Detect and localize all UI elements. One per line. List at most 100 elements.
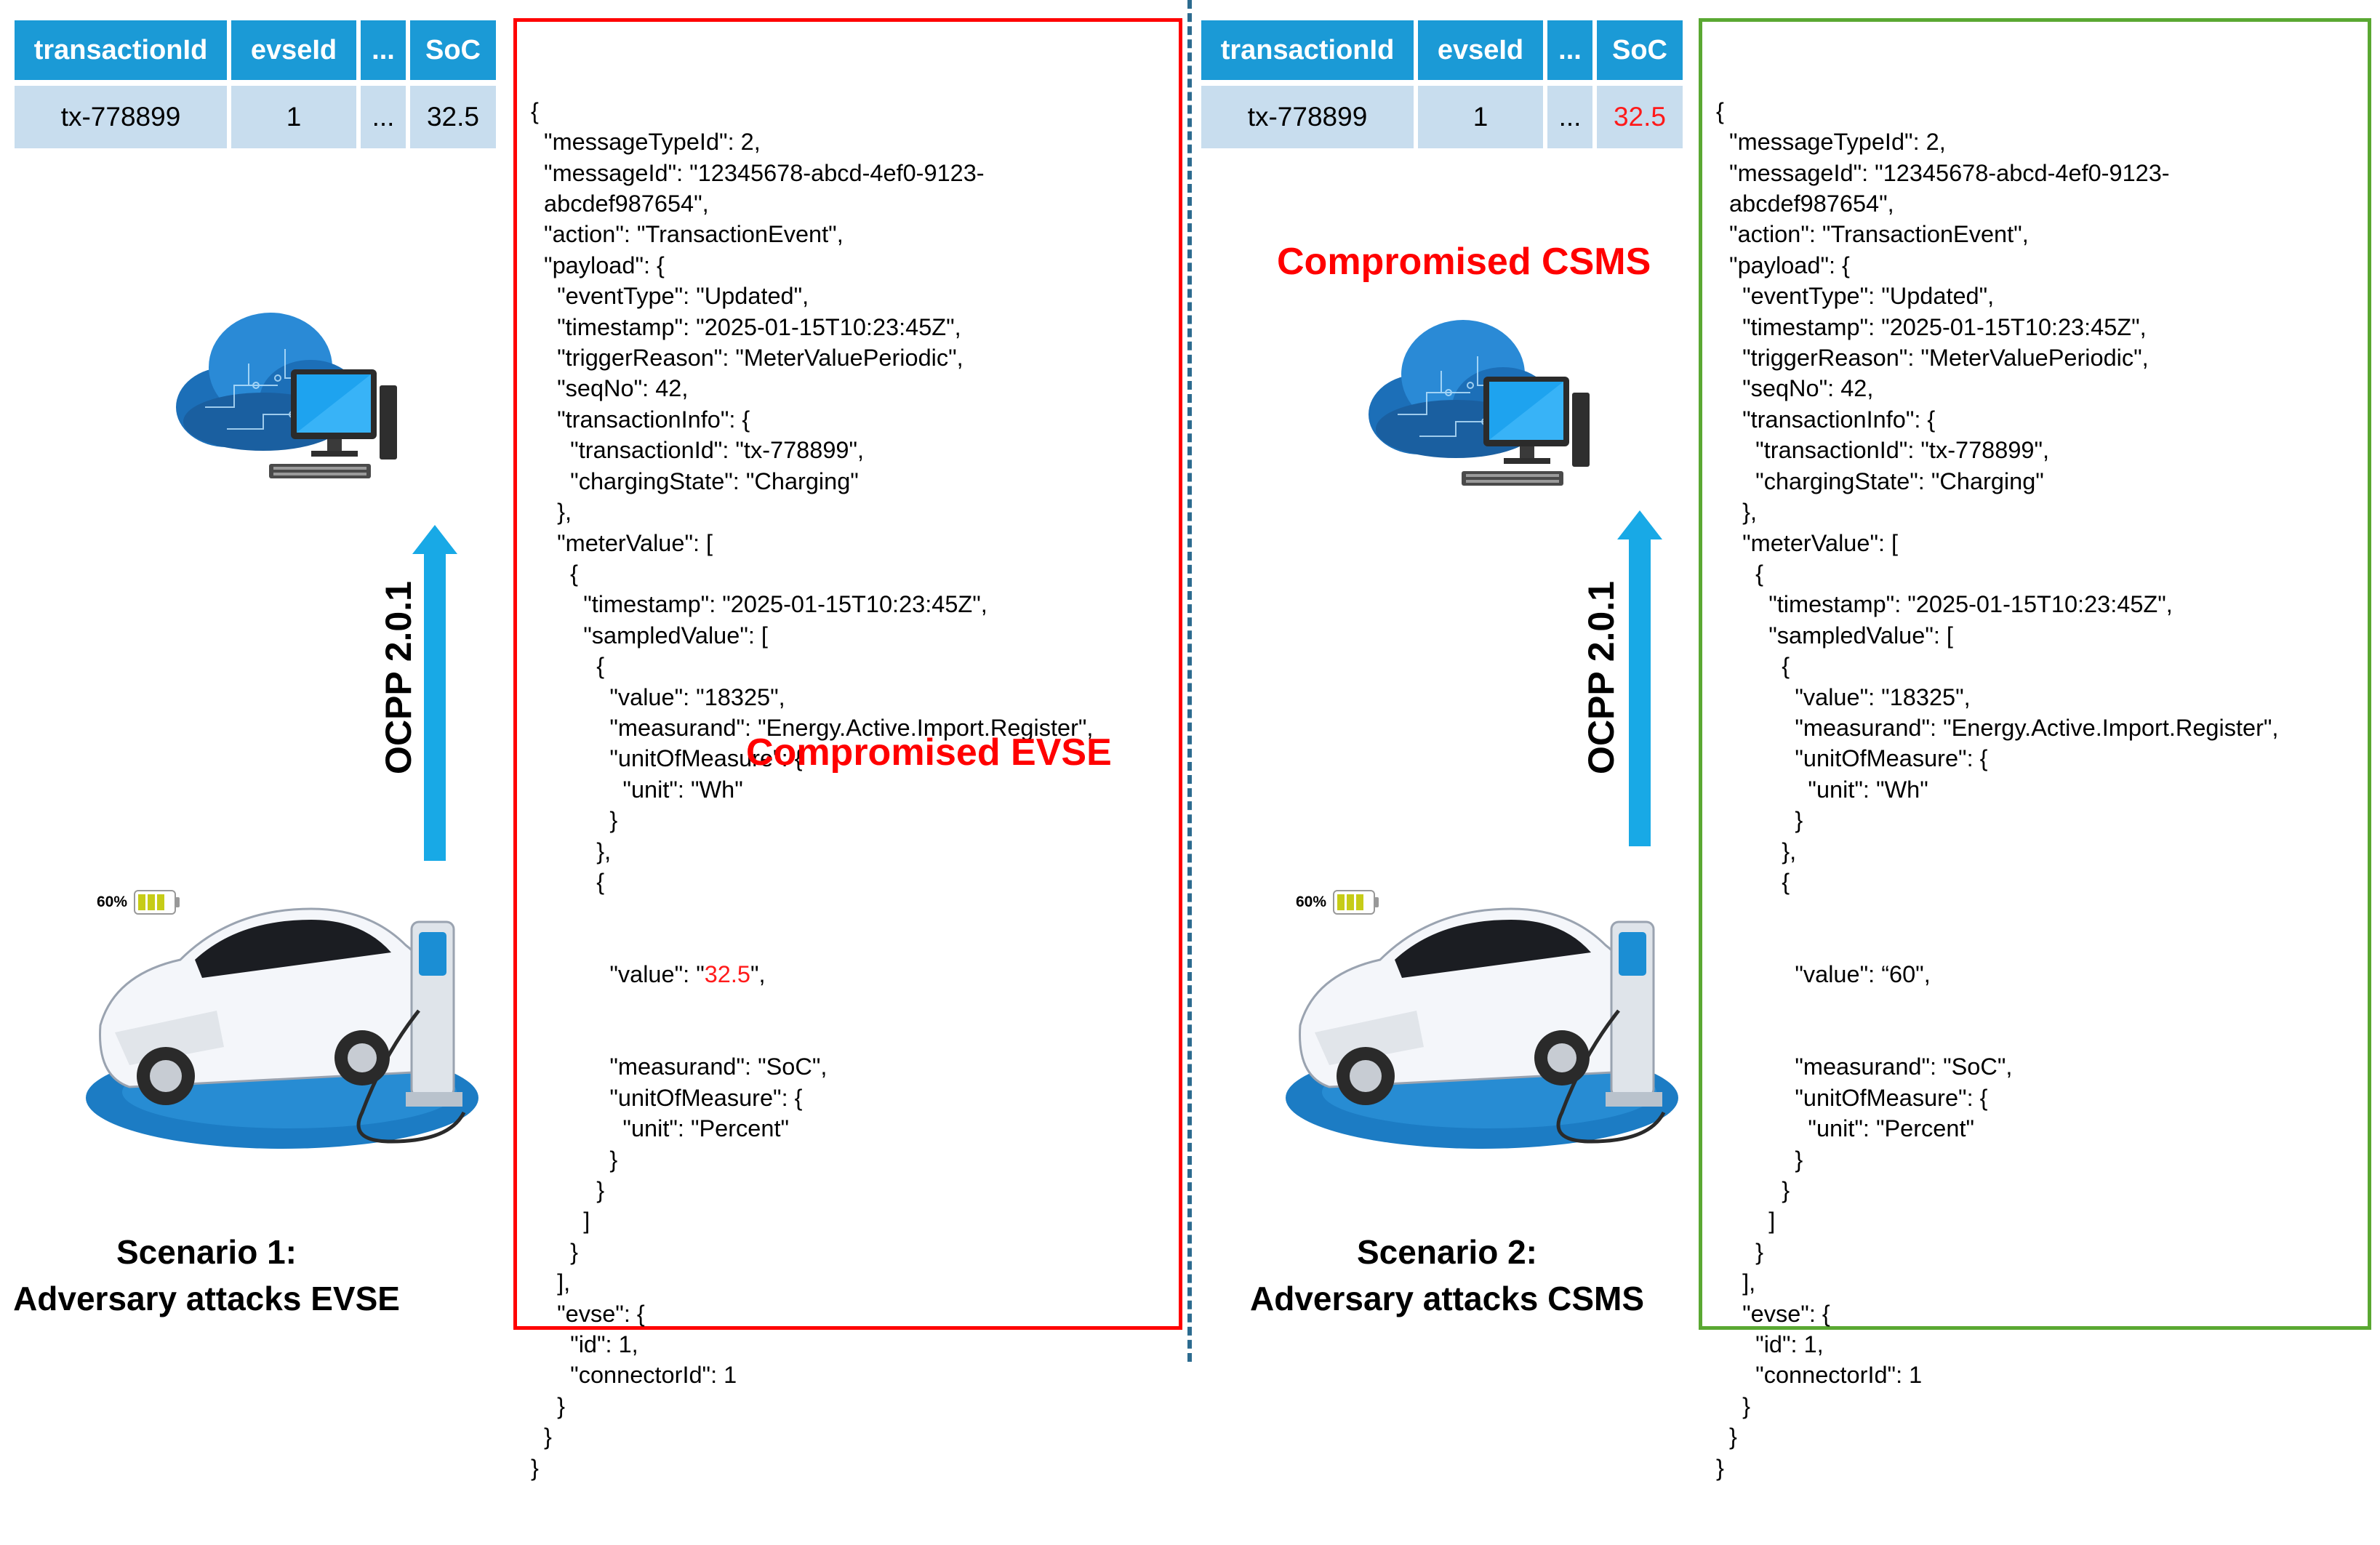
json-line: "unit": "Percent" [531,1115,790,1142]
json-line: }, [531,499,572,526]
protocol-label: OCPP 2.0.1 [378,581,419,774]
scenario-title: Scenario 1: [116,1233,297,1271]
json-line: ], [1716,1269,1756,1296]
json-line: { [531,97,539,124]
cloud-server-icon [176,313,397,478]
json-line: "eventType": "Updated", [531,283,809,310]
col-header-soc: SoC [410,20,496,80]
json-line: "unitOfMeasure": { [531,1084,803,1111]
json-line: "timestamp": "2025-01-15T10:23:45Z", [531,313,961,340]
json-line: "unit": "Percent" [1716,1115,1975,1142]
json-line: }, [531,838,612,864]
upload-arrow-icon [1617,510,1662,846]
original-soc-value: “60 [1881,961,1916,988]
json-value-end: ", [1915,961,1931,988]
json-line: } [1716,807,1803,834]
cell-ellipsis: ... [361,86,406,148]
json-line: { [1716,560,1764,587]
csms-data-table: transactionId evseId ... SoC tx-778899 1… [1197,20,1687,148]
json-line: "timestamp": "2025-01-15T10:23:45Z", [531,591,987,618]
json-line: "payload": { [531,252,665,278]
json-line: "meterValue": [ [531,529,713,556]
json-line: "measurand": "Energy.Active.Import.Regis… [531,714,1094,741]
json-line: } [531,1177,605,1204]
json-line: "transactionInfo": { [531,406,750,433]
compromised-csms-label: Compromised CSMS [1277,241,1651,283]
json-line: } [531,807,618,834]
json-line: { [531,653,605,680]
json-soc-line: "value": "32.5", [531,961,766,988]
json-value-end: ", [750,961,766,988]
cell-transactionid: tx-778899 [15,86,227,148]
csms-message-box: { "messageTypeId": 2, "messageId": "1234… [1699,18,2371,1481]
json-line: "evse": { [1716,1300,1830,1327]
json-line: "action": "TransactionEvent", [1716,221,2029,248]
json-line: } [531,1454,539,1481]
json-line: } [1716,1454,1724,1481]
json-line: }, [1716,499,1758,526]
col-header-evseid: evseId [231,20,356,80]
json-line: ] [531,1208,590,1235]
cell-ellipsis: ... [1547,86,1592,148]
json-line: "timestamp": "2025-01-15T10:23:45Z", [1716,313,2147,340]
scenario-caption: Scenario 2: Adversary attacks CSMS [1193,1229,1702,1322]
json-line: ] [1716,1208,1776,1235]
json-line: "messageTypeId": 2, [1716,129,1946,156]
json-line: "evse": { [531,1300,645,1327]
json-line: } [531,1392,565,1419]
cell-evseid: 1 [231,86,356,148]
col-header-ellipsis: ... [361,20,406,80]
json-line: } [1716,1177,1790,1204]
json-line: "transactionId": "tx-778899", [531,437,865,464]
json-line: "sampledValue": [ [1716,622,1953,649]
json-line: "connectorId": 1 [1716,1362,1923,1389]
json-line: "unitOfMeasure": { [1716,745,1988,772]
compromised-evse-label: Compromised EVSE [746,731,1112,774]
json-line: } [531,1238,579,1265]
json-lines-bottom: "measurand": "SoC", "unitOfMeasure": { "… [1716,1051,2278,1483]
json-line: ], [531,1269,571,1296]
upload-arrow-icon [412,525,457,861]
col-header-ellipsis: ... [1547,20,1592,80]
json-line: "transactionId": "tx-778899", [1716,437,2050,464]
scenario-description: Adversary attacks CSMS [1249,1280,1645,1317]
tampered-soc-value: 32.5 [704,961,750,988]
json-line: "chargingState": "Charging" [531,467,859,494]
json-line: "action": "TransactionEvent", [531,221,844,248]
json-line: "value": "18325", [1716,683,1971,710]
json-line: "sampledValue": [ [531,622,768,649]
json-soc-line: "value": “60", [1716,959,2278,990]
battery-percent: 60% [1296,894,1327,910]
json-line: "chargingState": "Charging" [1716,467,2044,494]
battery-percent: 60% [97,894,128,910]
cell-transactionid: tx-778899 [1201,86,1414,148]
cell-soc-tampered: 32.5 [1597,86,1683,148]
evse-message-box: { "messageTypeId": 2, "messageId": "1234… [513,18,1182,1481]
json-value-key: "value": [1716,961,1882,988]
json-line: { [531,868,605,895]
protocol-label: OCPP 2.0.1 [1581,581,1622,774]
json-line: "messageId": "12345678-abcd-4ef0-9123- [531,159,985,186]
json-line: "measurand": "SoC", [1716,1054,2013,1080]
col-header-transactionid: transactionId [1201,20,1414,80]
json-line: "triggerReason": "MeterValuePeriodic", [1716,345,2149,372]
json-line: } [1716,1424,1737,1450]
json-value-key: "value": [531,961,697,988]
json-line: } [1716,1238,1764,1265]
json-line: "unitOfMeasure": { [531,745,803,772]
json-line: "transactionInfo": { [1716,406,1936,433]
json-line: "connectorId": 1 [531,1362,737,1389]
json-line: "value": "18325", [531,683,785,710]
col-header-evseid: evseId [1418,20,1543,80]
json-line: } [1716,1392,1750,1419]
json-line: "timestamp": "2025-01-15T10:23:45Z", [1716,591,2173,618]
scenario-description: Adversary attacks EVSE [13,1280,400,1317]
json-line: } [1716,1146,1803,1173]
scenario-divider [1187,0,1192,1362]
electric-car-charging-icon [86,907,478,1149]
scenario-title: Scenario 2: [1357,1233,1537,1271]
json-line: } [531,1146,618,1173]
json-line: "unit": "Wh" [1716,776,1928,803]
cloud-server-icon [1369,320,1590,486]
json-lines-top: { "messageTypeId": 2, "messageId": "1234… [531,96,1093,898]
